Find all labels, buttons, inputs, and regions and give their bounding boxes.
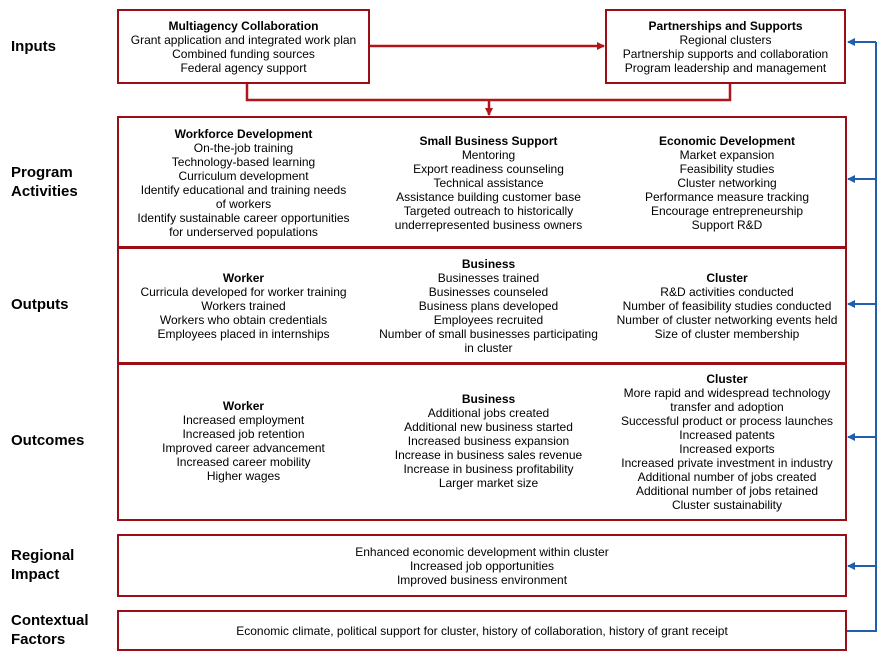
regional-impact-content: Enhanced economic development within clu… bbox=[355, 545, 609, 587]
contextual-factors-content: Economic climate, political support for … bbox=[236, 624, 728, 638]
outcomes-worker: Worker Increased employment Increased jo… bbox=[162, 399, 325, 483]
box-contextual-factors: Economic climate, political support for … bbox=[117, 610, 847, 651]
row-label-regional-impact: Regional Impact bbox=[11, 547, 75, 583]
box-multiagency-collaboration: Multiagency Collaboration Grant applicat… bbox=[117, 9, 370, 84]
multiagency-title: Multiagency Collaboration bbox=[168, 19, 319, 33]
activities-workforce: Workforce Development On-the-job trainin… bbox=[137, 127, 350, 239]
partnerships-title: Partnerships and Supports bbox=[648, 19, 803, 33]
outputs-business: Business Businesses trained Businesses c… bbox=[379, 257, 598, 355]
activities-economic: Economic Development Market expansion Fe… bbox=[644, 134, 810, 232]
row-label-program-activities: Program Activities bbox=[11, 164, 78, 200]
box-partnerships-supports: Partnerships and Supports Regional clust… bbox=[605, 9, 846, 84]
box-outputs: Worker Curricula developed for worker tr… bbox=[117, 247, 847, 364]
partnerships-content: Partnerships and Supports Regional clust… bbox=[607, 19, 844, 75]
row-label-inputs: Inputs bbox=[11, 38, 56, 55]
box-outcomes: Worker Increased employment Increased jo… bbox=[117, 363, 847, 521]
outputs-worker: Worker Curricula developed for worker tr… bbox=[140, 271, 347, 341]
outcomes-business: Business Additional jobs created Additio… bbox=[394, 392, 583, 490]
multiagency-content: Multiagency Collaboration Grant applicat… bbox=[119, 19, 368, 75]
arrow-feedback-bus bbox=[847, 42, 877, 632]
outcomes-cluster: Cluster More rapid and widespread techno… bbox=[620, 372, 834, 512]
box-regional-impact: Enhanced economic development within clu… bbox=[117, 534, 847, 597]
activities-small-business: Small Business Support Mentoring Export … bbox=[394, 134, 583, 232]
arrow-inputs-merge bbox=[245, 84, 732, 102]
outputs-cluster: Cluster R&D activities conducted Number … bbox=[616, 271, 838, 341]
row-label-outcomes: Outcomes bbox=[11, 432, 85, 449]
box-program-activities: Workforce Development On-the-job trainin… bbox=[117, 116, 847, 248]
row-label-contextual-factors: Contextual Factors bbox=[11, 612, 89, 648]
row-label-outputs: Outputs bbox=[11, 296, 69, 313]
